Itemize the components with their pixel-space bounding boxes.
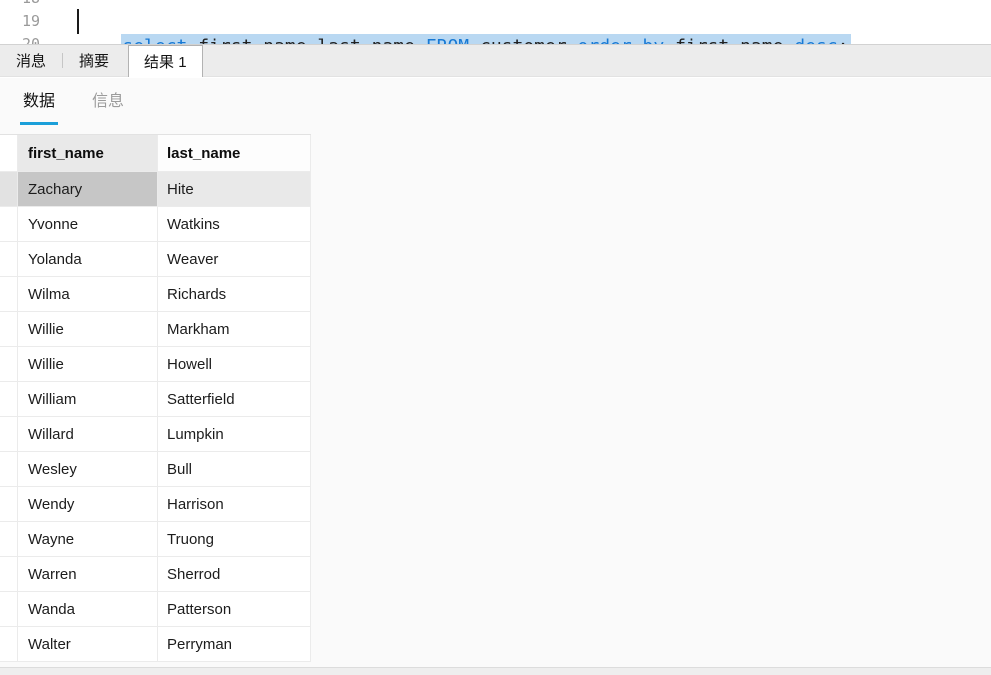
- grid-cell-last-name[interactable]: Harrison: [158, 487, 311, 522]
- line-number: 18: [0, 0, 40, 10]
- grid-cell-first-name[interactable]: Walter: [18, 627, 158, 662]
- subtab-info[interactable]: 信息: [92, 93, 125, 110]
- row-selector[interactable]: [0, 417, 18, 452]
- sql-token: ;: [838, 36, 849, 44]
- grid-cell-first-name[interactable]: Willie: [18, 347, 158, 382]
- grid-cell-first-name[interactable]: Wayne: [18, 522, 158, 557]
- result-tab-bar: 消息 摘要 结果 1: [0, 44, 991, 77]
- line-number-gutter: 18 19 20: [0, 0, 40, 44]
- sql-selection[interactable]: select first_name,last_name FROM custome…: [77, 9, 851, 44]
- grid-cell-first-name[interactable]: Wesley: [18, 452, 158, 487]
- row-selector[interactable]: [0, 312, 18, 347]
- row-selector[interactable]: [0, 347, 18, 382]
- grid-cell-last-name[interactable]: Sherrod: [158, 557, 311, 592]
- grid-cell-last-name[interactable]: Hite: [158, 172, 311, 207]
- row-selector[interactable]: [0, 522, 18, 557]
- grid-cell-last-name[interactable]: Lumpkin: [158, 417, 311, 452]
- grid-cell-last-name[interactable]: Richards: [158, 277, 311, 312]
- grid-cell-last-name[interactable]: Patterson: [158, 592, 311, 627]
- row-selector[interactable]: [0, 277, 18, 312]
- tab-separator: [62, 53, 64, 68]
- row-selector[interactable]: [0, 557, 18, 592]
- grid-cell-last-name[interactable]: Truong: [158, 522, 311, 557]
- row-selector[interactable]: [0, 487, 18, 522]
- sql-line[interactable]: select first_name,last_name FROM custome…: [77, 9, 851, 44]
- column-header-first-name[interactable]: first_name: [18, 135, 158, 172]
- line-number: 19: [21, 12, 40, 30]
- grid-cell-first-name[interactable]: Yvonne: [18, 207, 158, 242]
- row-selector[interactable]: [0, 382, 18, 417]
- grid-cell-last-name[interactable]: Weaver: [158, 242, 311, 277]
- select-all-corner[interactable]: [0, 135, 18, 172]
- grid-cell-last-name[interactable]: Watkins: [158, 207, 311, 242]
- tab-result-1[interactable]: 结果 1: [128, 45, 203, 77]
- grid-cell-first-name[interactable]: William: [18, 382, 158, 417]
- sql-token: customer: [480, 36, 578, 44]
- sql-token: select: [122, 36, 198, 44]
- sql-token: desc: [794, 36, 837, 44]
- sql-token: order by: [578, 36, 676, 44]
- row-selector[interactable]: [0, 452, 18, 487]
- row-selector[interactable]: [0, 172, 18, 207]
- sql-token: first_name: [675, 36, 794, 44]
- row-selector[interactable]: [0, 207, 18, 242]
- grid-cell-last-name[interactable]: Satterfield: [158, 382, 311, 417]
- row-selector[interactable]: [0, 242, 18, 277]
- grid-cell-first-name[interactable]: Wilma: [18, 277, 158, 312]
- grid-cell-first-name[interactable]: Willie: [18, 312, 158, 347]
- grid-cell-last-name[interactable]: Bull: [158, 452, 311, 487]
- horizontal-scrollbar-track[interactable]: [0, 667, 991, 675]
- row-selector[interactable]: [0, 592, 18, 627]
- tab-summary[interactable]: 摘要: [79, 53, 110, 70]
- grid-cell-last-name[interactable]: Markham: [158, 312, 311, 347]
- grid-cell-first-name[interactable]: Wendy: [18, 487, 158, 522]
- grid-cell-first-name[interactable]: Wanda: [18, 592, 158, 627]
- row-selector[interactable]: [0, 627, 18, 662]
- tab-messages[interactable]: 消息: [16, 53, 47, 70]
- line-number: 20: [21, 35, 40, 44]
- grid-cell-last-name[interactable]: Howell: [158, 347, 311, 382]
- column-header-last-name[interactable]: last_name: [158, 135, 311, 172]
- text-cursor: [77, 9, 79, 34]
- grid-cell-first-name[interactable]: Yolanda: [18, 242, 158, 277]
- view-tab-bar: 数据 信息: [0, 78, 991, 125]
- grid-cell-last-name[interactable]: Perryman: [158, 627, 311, 662]
- subtab-data[interactable]: 数据: [20, 82, 59, 125]
- sql-token: first_name,last_name: [198, 36, 426, 44]
- grid-cell-first-name[interactable]: Willard: [18, 417, 158, 452]
- grid-cell-first-name[interactable]: Warren: [18, 557, 158, 592]
- sql-editor[interactable]: 18 19 20 select first_name,last_name FRO…: [0, 0, 991, 44]
- grid-cell-first-name[interactable]: Zachary: [18, 172, 158, 207]
- sql-token: FROM: [426, 36, 480, 44]
